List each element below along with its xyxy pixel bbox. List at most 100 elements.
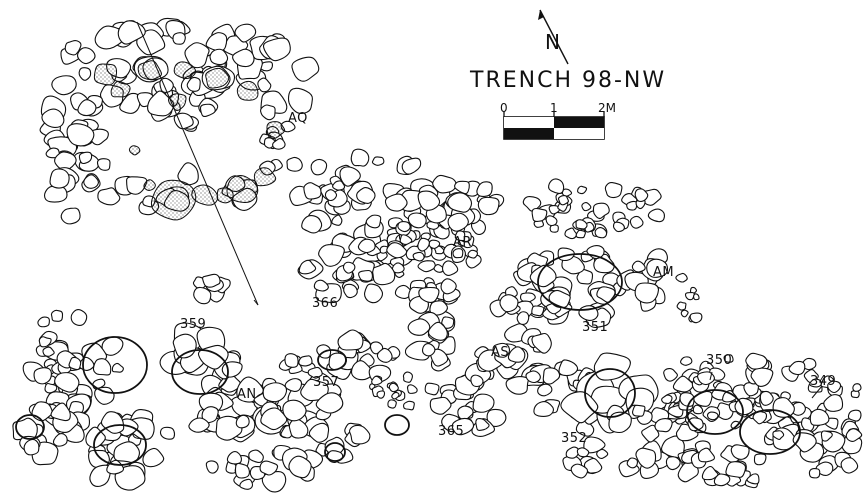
stone-outline	[384, 193, 408, 212]
stone-outline	[772, 397, 795, 418]
stone-outline	[684, 291, 695, 301]
stone-outline	[272, 137, 286, 150]
stone-outline	[507, 346, 526, 363]
stone-outline	[440, 278, 457, 295]
stone-outline	[388, 382, 399, 393]
stone-outline	[441, 260, 459, 276]
stone-outline	[475, 418, 490, 431]
stone-outline	[519, 292, 536, 304]
stone-outlines	[12, 17, 863, 493]
stone-outline	[343, 283, 358, 299]
stippled-stone	[216, 187, 234, 204]
stone-outline	[119, 92, 141, 114]
annotation-lines	[136, 21, 823, 399]
stone-outline	[451, 417, 475, 436]
structure-outline	[384, 414, 410, 436]
stone-outline	[452, 248, 464, 259]
structure-outline	[537, 253, 623, 311]
stone-outline	[357, 238, 376, 254]
stone-outline	[66, 123, 95, 147]
stone-outline	[287, 87, 313, 115]
stone-outline	[298, 355, 313, 367]
annotation-line	[136, 21, 259, 306]
stone-outline	[457, 405, 474, 421]
stone-outline	[407, 212, 427, 229]
stone-outline	[641, 424, 660, 443]
stone-outline	[37, 316, 50, 328]
stone-outline	[647, 208, 666, 223]
stone-outline	[412, 251, 425, 262]
stone-outline	[177, 162, 199, 186]
stone-outline	[570, 463, 589, 479]
stone-outline	[809, 378, 822, 388]
stone-outline	[97, 187, 121, 206]
stone-outline	[592, 202, 610, 220]
stone-outline	[324, 189, 338, 202]
stone-outline	[284, 378, 303, 392]
stone-outline	[447, 192, 473, 213]
stone-outline	[467, 249, 478, 259]
stone-outline	[626, 457, 638, 469]
north-label: N	[545, 30, 560, 54]
stone-outline	[50, 309, 64, 322]
stone-outline	[626, 200, 638, 211]
stone-outline	[401, 157, 422, 175]
stone-outline	[318, 244, 345, 267]
stone-outline	[576, 268, 594, 285]
stone-outline	[331, 214, 343, 226]
stone-outline	[262, 382, 288, 403]
stone-outline	[680, 309, 689, 318]
stone-outline	[654, 418, 673, 433]
stone-outline	[525, 370, 541, 384]
stone-outline	[403, 400, 415, 411]
stone-outline	[612, 221, 625, 233]
stone-outline	[286, 156, 303, 172]
stone-outline	[41, 108, 65, 128]
stone-outline	[516, 311, 530, 325]
stone-outline	[257, 77, 272, 93]
stone-outline	[486, 408, 507, 428]
feature-label-350: 350	[706, 353, 733, 368]
stone-outline	[64, 39, 82, 56]
stone-outline	[428, 239, 441, 249]
feature-label-aq: AQ	[288, 111, 308, 126]
stone-outline	[693, 293, 700, 301]
stone-outline	[604, 181, 623, 199]
stone-outline	[750, 367, 774, 387]
stone-outline	[193, 286, 212, 305]
stone-outline	[53, 151, 77, 171]
stone-outline	[596, 448, 609, 460]
stone-outline	[752, 410, 768, 425]
stone-outline	[209, 48, 229, 66]
stone-outline	[38, 336, 52, 348]
stone-outline	[303, 182, 322, 200]
structure-outline	[584, 368, 636, 418]
stone-outline	[477, 196, 500, 216]
scale-bar	[503, 111, 605, 140]
stone-outline	[159, 77, 174, 93]
stone-outline	[348, 424, 371, 445]
stone-outline	[723, 354, 734, 363]
stone-outline	[629, 215, 644, 229]
stone-outline	[847, 409, 862, 422]
stone-outline	[68, 356, 82, 371]
stone-outline	[126, 176, 148, 195]
stone-outline	[542, 367, 561, 385]
stone-outline	[114, 465, 146, 491]
stone-outline	[307, 366, 323, 379]
stone-outline	[342, 261, 356, 274]
stone-outline	[70, 309, 88, 326]
stone-outline	[672, 375, 694, 393]
stone-outline	[692, 404, 704, 415]
stone-outline	[371, 156, 385, 166]
stippled-stone	[253, 167, 277, 187]
stone-outline	[315, 392, 344, 414]
stone-outline	[199, 103, 216, 118]
stone-outline	[248, 449, 264, 464]
stippled-stone	[173, 61, 197, 79]
stone-outline	[96, 158, 111, 171]
stone-outline	[557, 195, 569, 206]
stone-outline	[675, 272, 688, 283]
stone-outline	[852, 383, 862, 392]
stone-outline	[746, 473, 760, 485]
